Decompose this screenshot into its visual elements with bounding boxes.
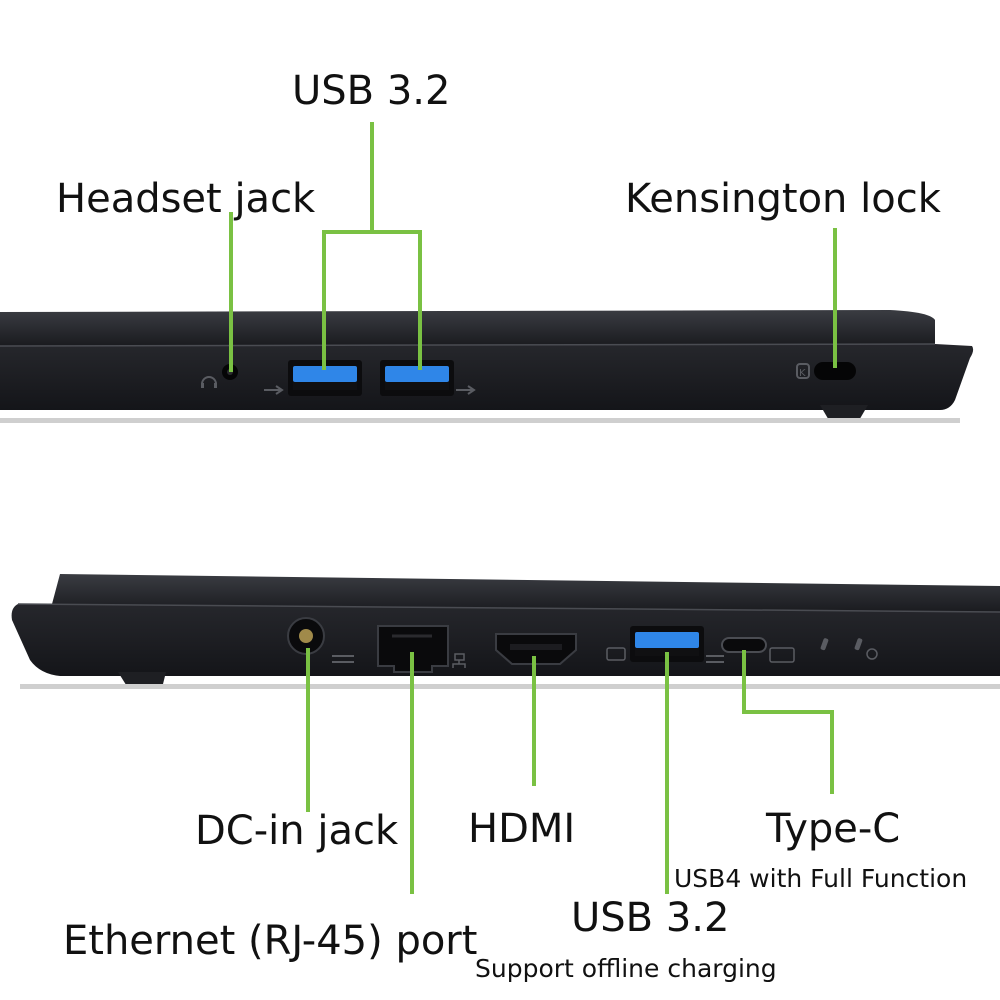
typec-port	[721, 637, 767, 653]
power-icon	[332, 655, 354, 663]
usb-icon	[706, 655, 724, 663]
headset-icon	[201, 376, 217, 388]
usb-charge-icon	[606, 647, 626, 661]
usb-port-top-2	[380, 360, 454, 396]
label-dc-in-jack: DC-in jack	[195, 808, 399, 854]
hdmi-port	[495, 633, 577, 665]
bottom-laptop-body	[11, 574, 1000, 689]
top-laptop-body	[0, 310, 974, 423]
label-usb-top: USB 3.2	[292, 68, 451, 114]
kensington-lock-slot	[814, 362, 856, 380]
label-usb-note: Support offline charging	[475, 954, 777, 983]
svg-text:K: K	[799, 368, 806, 379]
label-usb-bottom: USB 3.2	[571, 895, 730, 941]
usb-port-top-1	[288, 360, 362, 396]
kensington-icon: K	[796, 363, 810, 379]
label-typec-note: USB4 with Full Function	[674, 864, 968, 893]
usb-icon	[456, 385, 476, 395]
label-hdmi: HDMI	[468, 806, 576, 852]
bottom-leader-lines	[306, 648, 834, 894]
top-leader-lines	[229, 122, 837, 372]
label-ethernet-port: Ethernet (RJ-45) port	[63, 918, 478, 964]
label-typec: Type-C	[766, 806, 901, 852]
label-headset-jack: Headset jack	[56, 176, 316, 222]
label-kensington-lock: Kensington lock	[625, 176, 941, 222]
battery-led-icon	[820, 638, 878, 660]
usb-icon	[264, 385, 284, 395]
network-icon	[452, 653, 466, 668]
ethernet-port	[377, 625, 449, 673]
usb-display-icon	[769, 647, 795, 663]
